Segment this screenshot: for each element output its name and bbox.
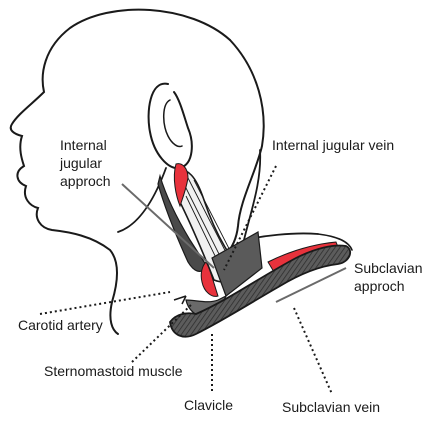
label-line-3: approch xyxy=(60,172,111,190)
leader-subclavian-vein xyxy=(294,308,332,394)
ear-inner xyxy=(164,100,182,147)
label-sternomastoid-muscle: Sternomastoid muscle xyxy=(44,362,183,380)
label-line-1: Subclavian xyxy=(354,259,423,277)
label-line-1: Internal xyxy=(60,136,111,154)
label-internal-jugular-approach: Internal jugular approch xyxy=(60,136,111,190)
label-line-2: jugular xyxy=(60,154,111,172)
jaw-outline xyxy=(118,168,166,232)
shoulder-outline xyxy=(244,150,318,240)
head-profile-outline xyxy=(11,10,230,334)
leader-carotid-artery xyxy=(40,292,170,314)
label-internal-jugular-vein: Internal jugular vein xyxy=(272,136,394,154)
label-carotid-artery: Carotid artery xyxy=(18,316,103,334)
ear-outline xyxy=(149,84,192,169)
label-line-2: approch xyxy=(354,277,423,295)
carotid-arrow xyxy=(174,296,186,304)
label-subclavian-vein: Subclavian vein xyxy=(282,398,380,416)
neck-back-outline xyxy=(214,40,264,264)
label-clavicle: Clavicle xyxy=(184,396,233,414)
label-subclavian-approach: Subclavian approch xyxy=(354,259,423,295)
